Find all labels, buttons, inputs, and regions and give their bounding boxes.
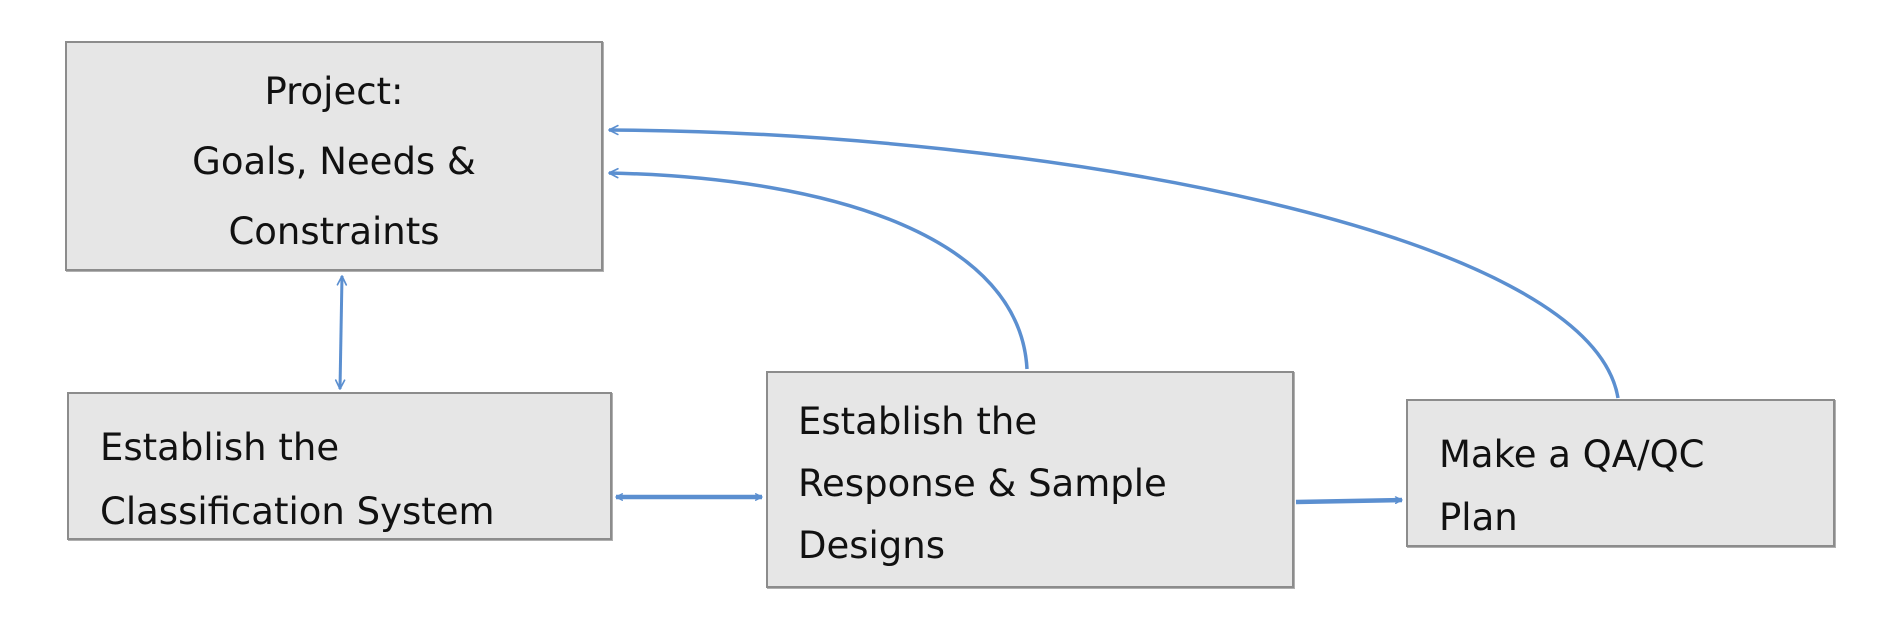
edge-project-classification	[334, 275, 348, 390]
node-text-line: Classification System	[100, 490, 495, 533]
edge-qaqc-project	[608, 124, 1620, 399]
node-classification-system: Establish the Classification System	[67, 392, 612, 540]
edge-response-project	[608, 167, 1029, 370]
node-project-goals: Project: Goals, Needs & Constraints	[65, 41, 603, 271]
node-text-line: Project:	[264, 70, 404, 113]
node-text-line: Plan	[1439, 496, 1518, 539]
node-text-line: Designs	[798, 524, 946, 567]
node-qaqc-plan: Make a QA/QC Plan	[1406, 399, 1835, 547]
node-text-line: Make a QA/QC	[1439, 433, 1705, 476]
node-text-line: Establish the	[100, 426, 340, 469]
node-text-line: Response & Sample	[798, 462, 1167, 505]
node-response-sample-designs: Establish the Response & Sample Designs	[766, 371, 1294, 588]
node-text-line: Goals, Needs &	[192, 140, 476, 183]
edge-response-qaqc	[1295, 496, 1403, 505]
node-text-line: Constraints	[228, 210, 440, 253]
node-text-line: Establish the	[798, 400, 1038, 443]
